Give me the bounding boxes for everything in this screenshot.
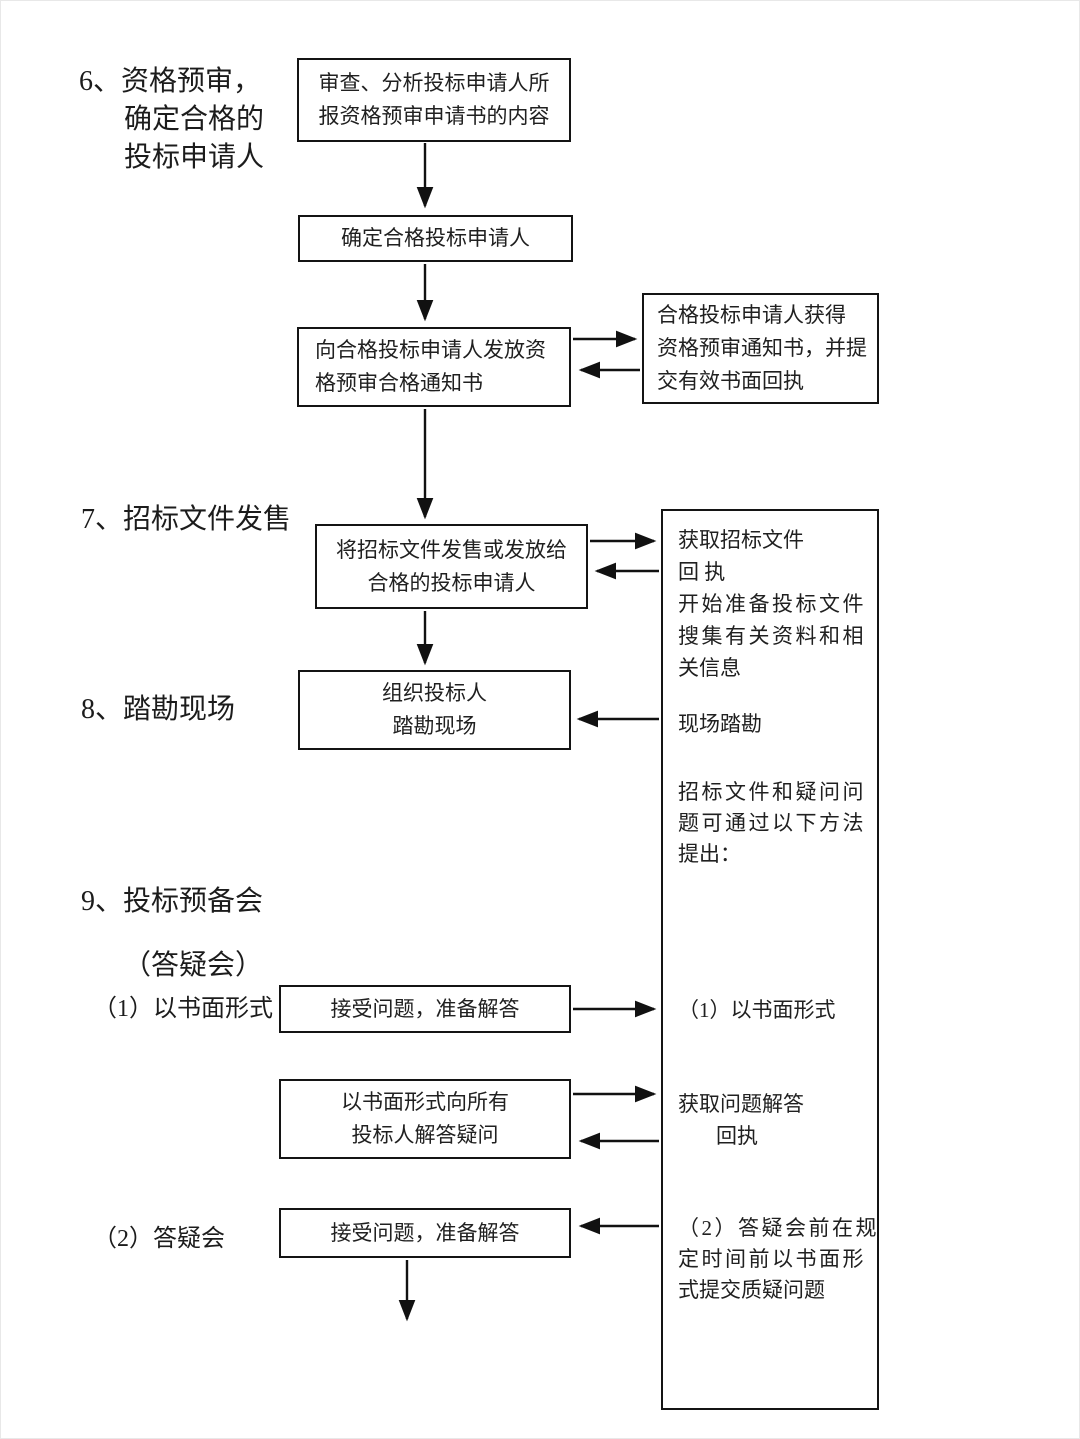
box-written-answers-line2: 投标人解答疑问 [351, 1123, 499, 1147]
bidder-activity-meeting-line1: （2）答疑会前在规 [678, 1216, 879, 1240]
bidder-activity-meeting-line2: 定时间前以书面形 [678, 1247, 866, 1271]
box-accept-questions-written: 接受问题，准备解答 [279, 985, 571, 1033]
box-receive-notice-line2: 资格预审通知书，并提 [657, 336, 867, 360]
bidder-activity-collect-info-line2: 关信息 [678, 656, 741, 680]
box-issue-notice-line1: 向合格投标申请人发放资 [315, 338, 546, 362]
bidder-activity-questions-line3: 提出： [678, 842, 741, 866]
box-review-application-line1: 审查、分析投标申请人所 [318, 71, 550, 95]
box-receive-notice-line3: 交有效书面回执 [657, 369, 804, 393]
box-sell-bid-docs-line2: 合格的投标申请人 [367, 570, 536, 595]
section-label-9: 9、投标预备会 [81, 886, 264, 917]
section-label-6-line1: 6、资格预审， [79, 66, 262, 97]
box-sell-bid-docs-line1: 将招标文件发售或发放给 [336, 537, 567, 562]
bidder-activity-receipt: 回 执 [678, 560, 726, 584]
bidder-activity-get-answers: 获取问题解答 [678, 1092, 804, 1116]
box-accept-questions-meeting-line1: 接受问题，准备解答 [330, 1220, 520, 1245]
box-receive-notice-reply: 合格投标申请人获得 资格预审通知书，并提 交有效书面回执 [642, 293, 879, 404]
box-organize-site-visit-line2: 踏勘现场 [392, 714, 477, 738]
section-label-6-line3: 投标申请人 [124, 142, 265, 173]
box-review-application: 审查、分析投标申请人所 报资格预审申请书的内容 [297, 58, 571, 142]
label-item-2-meeting: （2）答疑会 [93, 1226, 225, 1252]
box-bidder-activities: 获取招标文件 回 执 开始准备投标文件 搜集有关资料和相 关信息 现场踏勘 招标… [661, 509, 879, 1410]
bidder-activity-prepare-docs: 开始准备投标文件 [678, 592, 866, 616]
bidder-activity-questions-line2: 题可通过以下方法 [678, 811, 866, 835]
box-issue-notice-line2: 格预审合格通知书 [315, 371, 483, 395]
bidder-activity-written-form: （1）以书面形式 [678, 998, 836, 1022]
section-label-6: 6、资格预审， 确定合格的 投标申请人 [79, 63, 264, 177]
box-written-answers: 以书面形式向所有 投标人解答疑问 [279, 1079, 571, 1159]
box-organize-site-visit: 组织投标人 踏勘现场 [298, 670, 571, 750]
section-label-7: 7、招标文件发售 [81, 504, 292, 535]
box-determine-qualified-line1: 确定合格投标申请人 [341, 226, 530, 250]
box-accept-questions-meeting: 接受问题，准备解答 [279, 1208, 571, 1258]
box-determine-qualified: 确定合格投标申请人 [298, 215, 573, 262]
box-organize-site-visit-line1: 组织投标人 [382, 681, 487, 705]
bidder-activity-get-docs: 获取招标文件 [678, 528, 804, 552]
box-accept-questions-written-line1: 接受问题，准备解答 [330, 996, 520, 1021]
bidder-activity-meeting-line3: 式提交质疑问题 [678, 1278, 825, 1302]
label-item-1-written: （1）以书面形式 [93, 996, 273, 1022]
section-label-6-line2: 确定合格的 [124, 104, 265, 135]
bidder-activity-questions-line1: 招标文件和疑问问 [678, 780, 866, 804]
box-issue-notice: 向合格投标申请人发放资 格预审合格通知书 [297, 327, 571, 407]
box-receive-notice-line1: 合格投标申请人获得 [657, 303, 846, 327]
box-sell-bid-docs: 将招标文件发售或发放给 合格的投标申请人 [315, 524, 588, 609]
bidder-activity-collect-info-line1: 搜集有关资料和相 [678, 624, 866, 648]
label-answer-meeting: （答疑会） [123, 950, 264, 981]
bidder-activity-answers-receipt: 回执 [716, 1124, 758, 1148]
section-label-8: 8、踏勘现场 [81, 694, 236, 725]
box-review-application-line2: 报资格预审申请书的内容 [318, 104, 550, 128]
box-written-answers-line1: 以书面形式向所有 [341, 1090, 509, 1114]
bidder-activity-site-survey: 现场踏勘 [678, 712, 762, 736]
